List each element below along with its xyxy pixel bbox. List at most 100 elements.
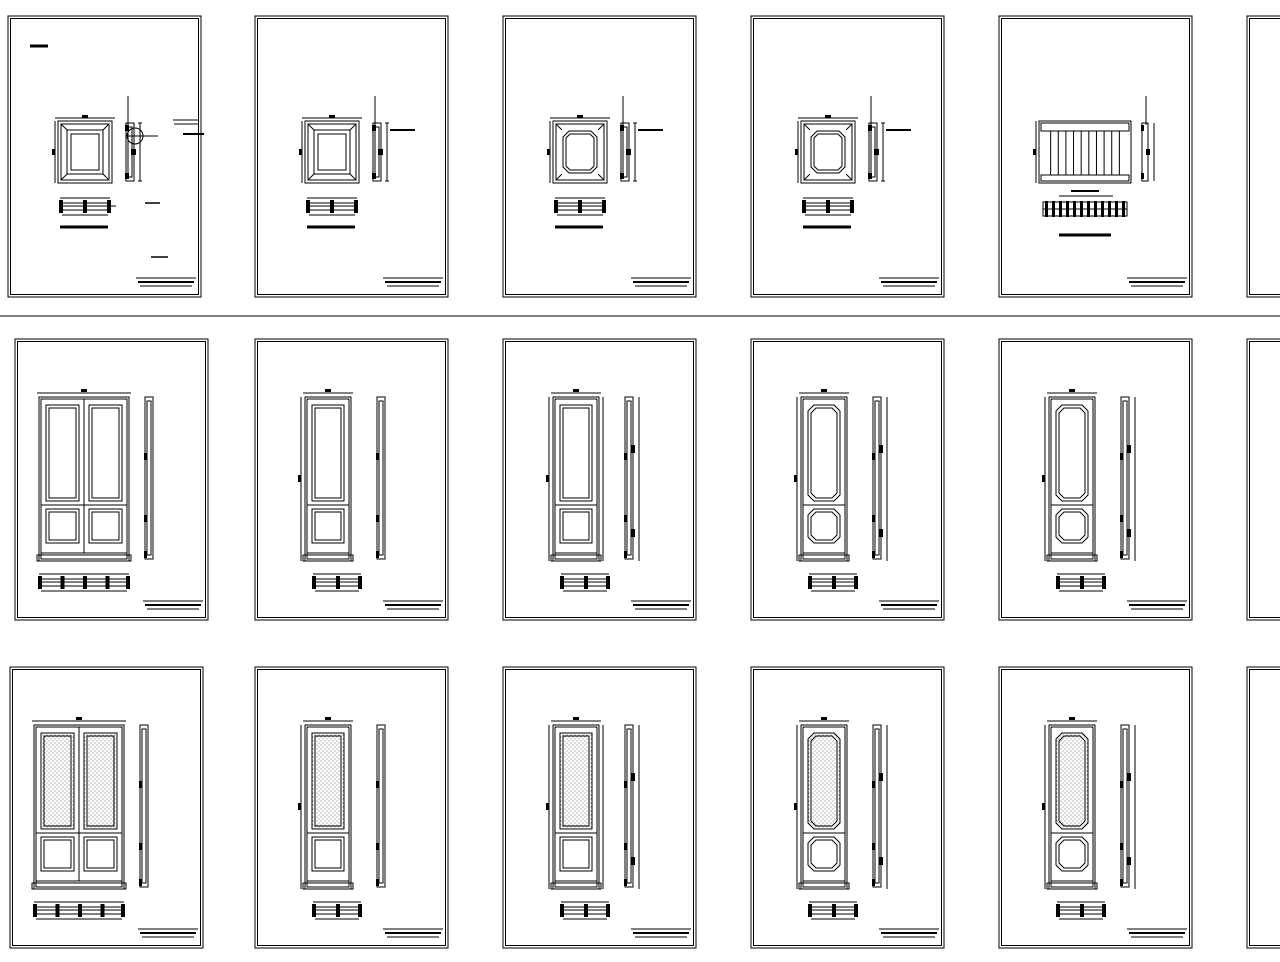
section-block (1141, 173, 1144, 179)
dimension-tick (794, 475, 797, 482)
sheet-outer-border (998, 666, 1193, 949)
sheet-inner-border (1001, 18, 1190, 295)
section-block (139, 843, 142, 850)
title-block-bar (1129, 604, 1185, 606)
raised-panel-inner (565, 133, 595, 171)
dimension-tick (76, 717, 82, 720)
section-block (624, 843, 627, 850)
side-section (376, 724, 386, 888)
section-block (1120, 781, 1123, 788)
drawing-sheet-r3-c4[interactable] (750, 666, 945, 949)
section-block (631, 445, 635, 453)
upper-panel-inner (810, 407, 838, 499)
glass-panel (1055, 732, 1089, 830)
drawing-sheet-r2-c4[interactable] (750, 338, 945, 621)
drawing-sheet-r1-c4[interactable] (750, 15, 945, 298)
section-block (874, 149, 879, 155)
plan-block (312, 904, 316, 917)
drawing-sheet-r2-c6[interactable] (1246, 338, 1280, 621)
dimension-tick (795, 149, 798, 155)
drawing-sheet-r2-c1[interactable] (14, 338, 209, 621)
title-block-bar (881, 281, 937, 283)
sheet-inner-border (257, 669, 446, 946)
title-block-bar (633, 932, 689, 934)
section-block (125, 173, 129, 179)
plan-block (358, 904, 362, 917)
plan-block (38, 576, 42, 589)
section-block (376, 843, 379, 850)
side-section-core (874, 728, 880, 884)
bevel-line (845, 173, 853, 181)
plan-block (33, 904, 37, 917)
sheet-inner-border (1001, 341, 1190, 618)
drawing-sheet-r1-c2[interactable] (254, 15, 449, 298)
sheet-inner-border (753, 669, 942, 946)
drawing-sheet-r2-c3[interactable] (502, 338, 697, 621)
door-rail (803, 123, 853, 181)
plan-block (330, 200, 334, 213)
drawing-sheet-r1-c5[interactable] (998, 15, 1193, 298)
side-section-core (626, 400, 632, 556)
section-block (1127, 857, 1131, 865)
section-block (624, 551, 627, 558)
section-block (376, 453, 379, 460)
drawing-sheet-r1-c6[interactable] (1246, 15, 1280, 298)
dimension-tick (794, 803, 797, 810)
title-block-bar (881, 604, 937, 606)
plan-block (602, 200, 606, 213)
section-block (631, 773, 635, 781)
upper-panel-inner (562, 735, 590, 827)
drawing-sheet-r3-c6[interactable] (1246, 666, 1280, 949)
side-section-core (378, 400, 384, 556)
lower-panel-inner (48, 511, 77, 541)
section-block (144, 515, 147, 522)
door-rail (555, 123, 605, 181)
drawing-sheet-r2-c5[interactable] (998, 338, 1193, 621)
raised-panel (313, 129, 351, 175)
side-section (624, 724, 634, 888)
plan-block (312, 576, 316, 589)
drawing-sheet-r1-c3[interactable] (502, 15, 697, 298)
cabinet-bottom-rail (1040, 174, 1130, 182)
dimension-tick (329, 115, 335, 118)
plan-block (606, 576, 610, 589)
drawing-sheet-r3-c5[interactable] (998, 666, 1193, 949)
dimension-tick (82, 115, 88, 118)
sheet-outer-border (254, 338, 449, 621)
side-section (872, 724, 882, 888)
section-block (879, 857, 883, 865)
door-leaf (83, 398, 128, 554)
dimension-tick (1042, 475, 1045, 482)
lower-panel (311, 836, 345, 872)
section-block (1141, 125, 1144, 131)
drawing-sheet-r2-c2[interactable] (254, 338, 449, 621)
section-block (624, 515, 627, 522)
lower-panel-inner (314, 511, 342, 541)
plan-block (560, 904, 564, 917)
drawing-sheet-r3-c3[interactable] (502, 666, 697, 949)
plan-block (126, 576, 130, 589)
cabinet-frame (1038, 120, 1132, 184)
dimension-tick (52, 149, 55, 155)
section-block (125, 125, 129, 131)
plan-block (78, 904, 82, 917)
door-leaf (802, 398, 846, 554)
drawing-sheet-r3-c1[interactable] (9, 666, 204, 949)
plan-block (584, 576, 588, 589)
dimension-tick (821, 717, 827, 720)
door-leaf (78, 726, 123, 882)
plan-block (854, 576, 858, 589)
drawing-sheet-r3-c2[interactable] (254, 666, 449, 949)
lower-panel (559, 836, 593, 872)
upper-panel-inner (810, 735, 838, 827)
dimension-tick (1069, 717, 1075, 720)
bevel-line (60, 123, 68, 131)
title-block-bar (1129, 281, 1185, 283)
lower-panel-inner (1058, 511, 1086, 541)
side-section (144, 396, 154, 560)
door-threshold (798, 882, 850, 890)
drawing-sheet-r1-c1[interactable] (7, 15, 204, 298)
sheet-outer-border (998, 338, 1193, 621)
section-block (144, 453, 147, 460)
